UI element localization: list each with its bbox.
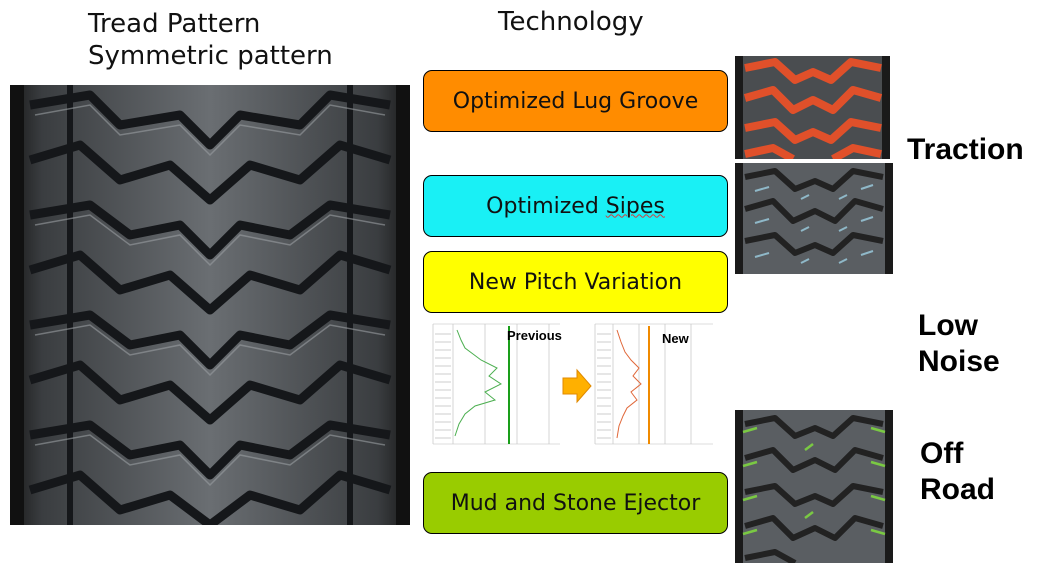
ejector-drawing [735,410,893,563]
lug-groove-drawing [735,56,890,159]
low-noise-label-line2: Noise [918,345,1000,378]
pitch-variation-charts [425,320,715,448]
mud-stone-ejector-label: Mud and Stone Ejector [450,490,701,516]
tread-pattern-subtitle: Symmetric pattern [88,41,333,71]
traction-label: Traction [907,133,1024,166]
new-pitch-variation-label: New Pitch Variation [468,269,683,295]
pitch-charts-drawing [432,323,713,445]
traction-lug-groove-image [735,56,890,159]
optimized-sipes-box: Optimized Sipes [423,175,728,237]
new-pitch-variation-box: New Pitch Variation [423,251,728,313]
new-chart-label: New [662,331,689,346]
optimized-sipes-prefix: Optimized [486,193,606,219]
previous-chart-label: Previous [507,328,562,343]
new-chart [594,323,713,445]
optimized-sipes-label: Optimized Sipes [486,194,665,219]
off-road-label-line1: Off [920,437,964,470]
traction-sipes-image [735,163,893,274]
low-noise-label-line1: Low [918,309,978,342]
off-road-ejector-image [735,410,893,563]
optimized-lug-groove-box: Optimized Lug Groove [423,70,728,132]
sipes-drawing [735,163,893,274]
tire-tread-image [10,85,410,525]
tire-tread-drawing [10,85,410,525]
optimized-sipes-word: Sipes [605,193,665,219]
arrow-right-icon [562,368,592,404]
optimized-lug-groove-label: Optimized Lug Groove [452,88,699,114]
off-road-label-line2: Road [920,473,995,506]
previous-chart [432,323,560,445]
technology-heading: Technology [498,7,644,37]
mud-stone-ejector-box: Mud and Stone Ejector [423,472,728,534]
tread-pattern-title: Tread Pattern [88,9,261,39]
